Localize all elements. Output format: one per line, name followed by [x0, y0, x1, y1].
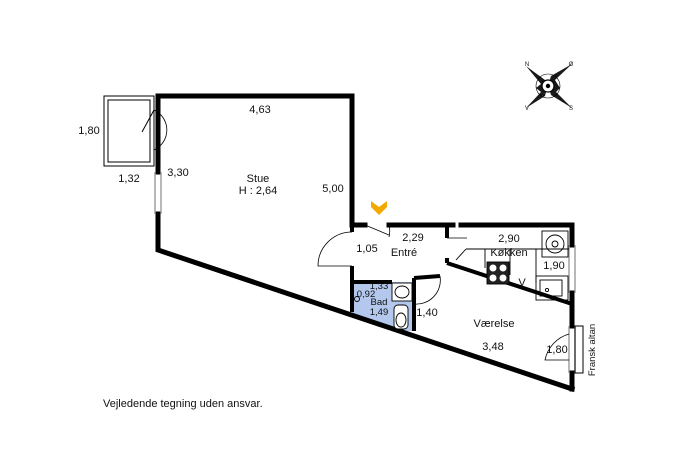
entre-name: Entré: [391, 247, 417, 259]
bad-width: 1,33: [370, 281, 389, 292]
kokken-depth: 1,90: [543, 260, 564, 272]
compass-v: V: [525, 106, 529, 112]
vaerelse-width: 3,48: [482, 341, 503, 353]
entrance-arrow-icon: [371, 201, 387, 215]
disclaimer-text: Vejledende tegning uden ansvar.: [103, 398, 263, 410]
compass-icon: [526, 64, 572, 108]
stue-name: Stue: [247, 173, 270, 185]
bathroom-fixtures: [354, 282, 413, 330]
labels: 4,63 5,00 3,30 Stue H : 2,64 1,80 1,32 2…: [78, 62, 598, 376]
fransk-altan-railing: [544, 325, 584, 374]
stove-burners: [489, 264, 507, 282]
vaerelse-door: 1,80: [546, 344, 567, 356]
door-swings: [317, 224, 467, 305]
compass-n: N: [525, 62, 529, 68]
bad-name: Bad: [371, 297, 388, 308]
compass-s: S: [569, 106, 573, 112]
bad-side: 0,92: [357, 289, 376, 300]
stue-width: 4,63: [249, 104, 270, 116]
vaerelse-name: Værelse: [474, 318, 515, 330]
stue-side: 3,30: [167, 167, 188, 179]
stue-depth: 5,00: [322, 183, 343, 195]
bad-depth: 1,49: [370, 307, 389, 318]
vaerelse-side: 1,40: [416, 307, 437, 319]
stue-height: H : 2,64: [239, 185, 278, 197]
entre-depth: 1,05: [356, 243, 377, 255]
compass-o: Ø: [569, 62, 574, 68]
outer-walls: [155, 93, 576, 393]
balcony: [103, 95, 168, 167]
interior-walls: [350, 225, 573, 331]
balcony-width: 1,80: [78, 125, 99, 137]
kokken-width: 2,90: [498, 233, 519, 245]
balcony-depth: 1,32: [118, 173, 139, 185]
kokken-name: Køkken: [490, 247, 527, 259]
fransk-altan-label: Fransk altan: [587, 324, 598, 376]
entre-width: 2,29: [402, 232, 423, 244]
fridge-label: V: [518, 277, 526, 289]
